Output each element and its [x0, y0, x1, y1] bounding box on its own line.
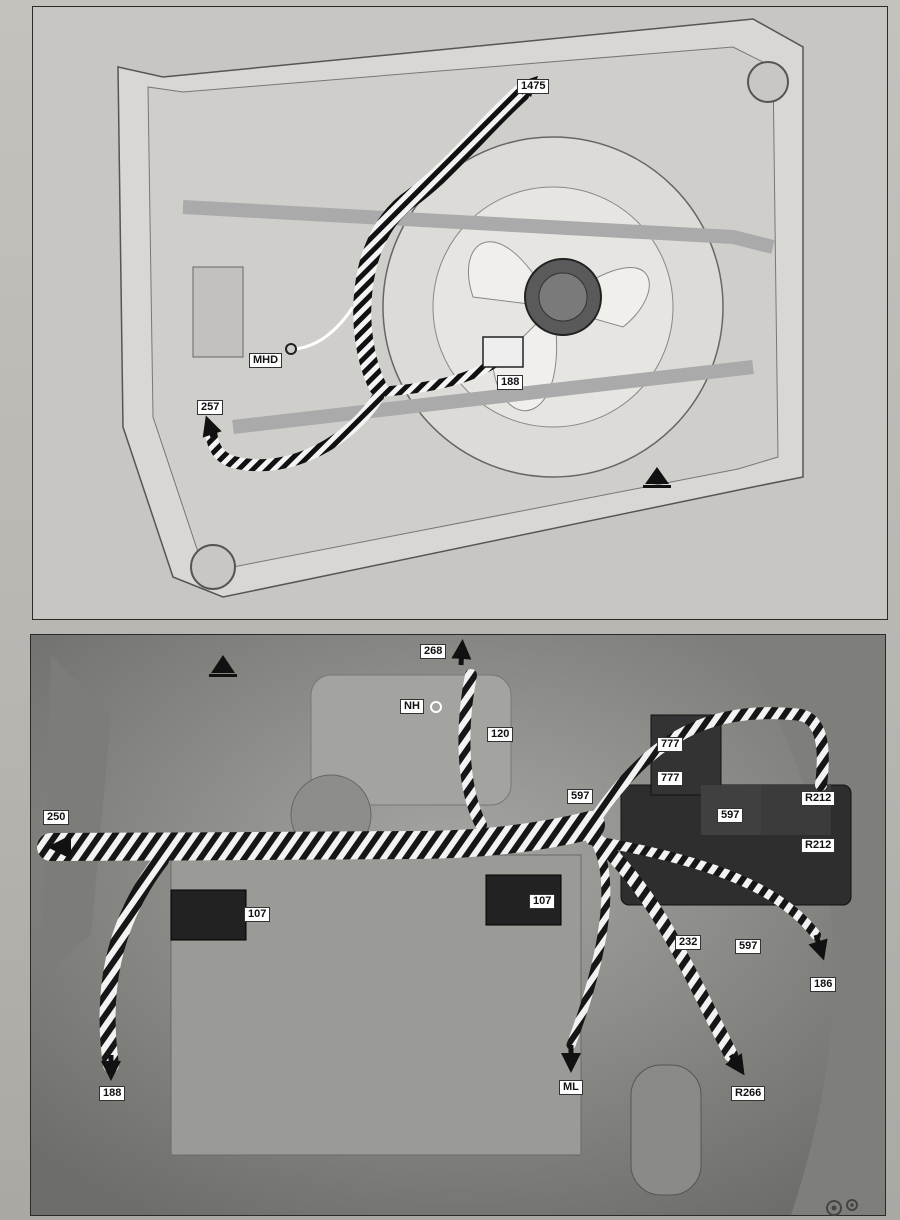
engine-bay-illustration — [31, 635, 885, 1215]
callout-777-lower: 777 — [657, 771, 684, 786]
callout-257: 257 — [197, 400, 224, 415]
callout-597-left: 597 — [567, 789, 594, 804]
callout-1475: 1475 — [517, 79, 550, 94]
radiator-illustration — [117, 18, 804, 598]
callout-107-right: 107 — [529, 894, 556, 909]
callout-777-upper: 777 — [657, 737, 684, 752]
engine-bay-wiring-photo: 268 NH 120 777 777 597 597 R212 R212 250… — [30, 634, 886, 1216]
callout-r266: R266 — [731, 1086, 766, 1101]
radiator-fan-diagram: 1475 MHD 188 257 — [32, 6, 888, 620]
callout-nh: NH — [400, 699, 424, 714]
callout-597-right: 597 — [717, 808, 744, 823]
callout-r212-upper: R212 — [801, 791, 836, 806]
callout-186: 186 — [810, 977, 837, 992]
gear-icon — [826, 1199, 858, 1216]
callout-107-left: 107 — [244, 907, 271, 922]
callout-188: 188 — [497, 375, 524, 390]
callout-250: 250 — [43, 810, 70, 825]
ground-symbol-icon — [643, 467, 671, 488]
callout-mhd: MHD — [249, 353, 283, 368]
callout-r212-lower: R212 — [801, 838, 836, 853]
ground-symbol-icon — [209, 655, 237, 677]
callout-120: 120 — [487, 727, 514, 742]
callout-232: 232 — [675, 935, 702, 950]
callout-188: 188 — [99, 1086, 126, 1101]
callout-597-bottom: 597 — [735, 939, 762, 954]
callout-268: 268 — [420, 644, 447, 659]
callout-ml: ML — [559, 1080, 583, 1095]
